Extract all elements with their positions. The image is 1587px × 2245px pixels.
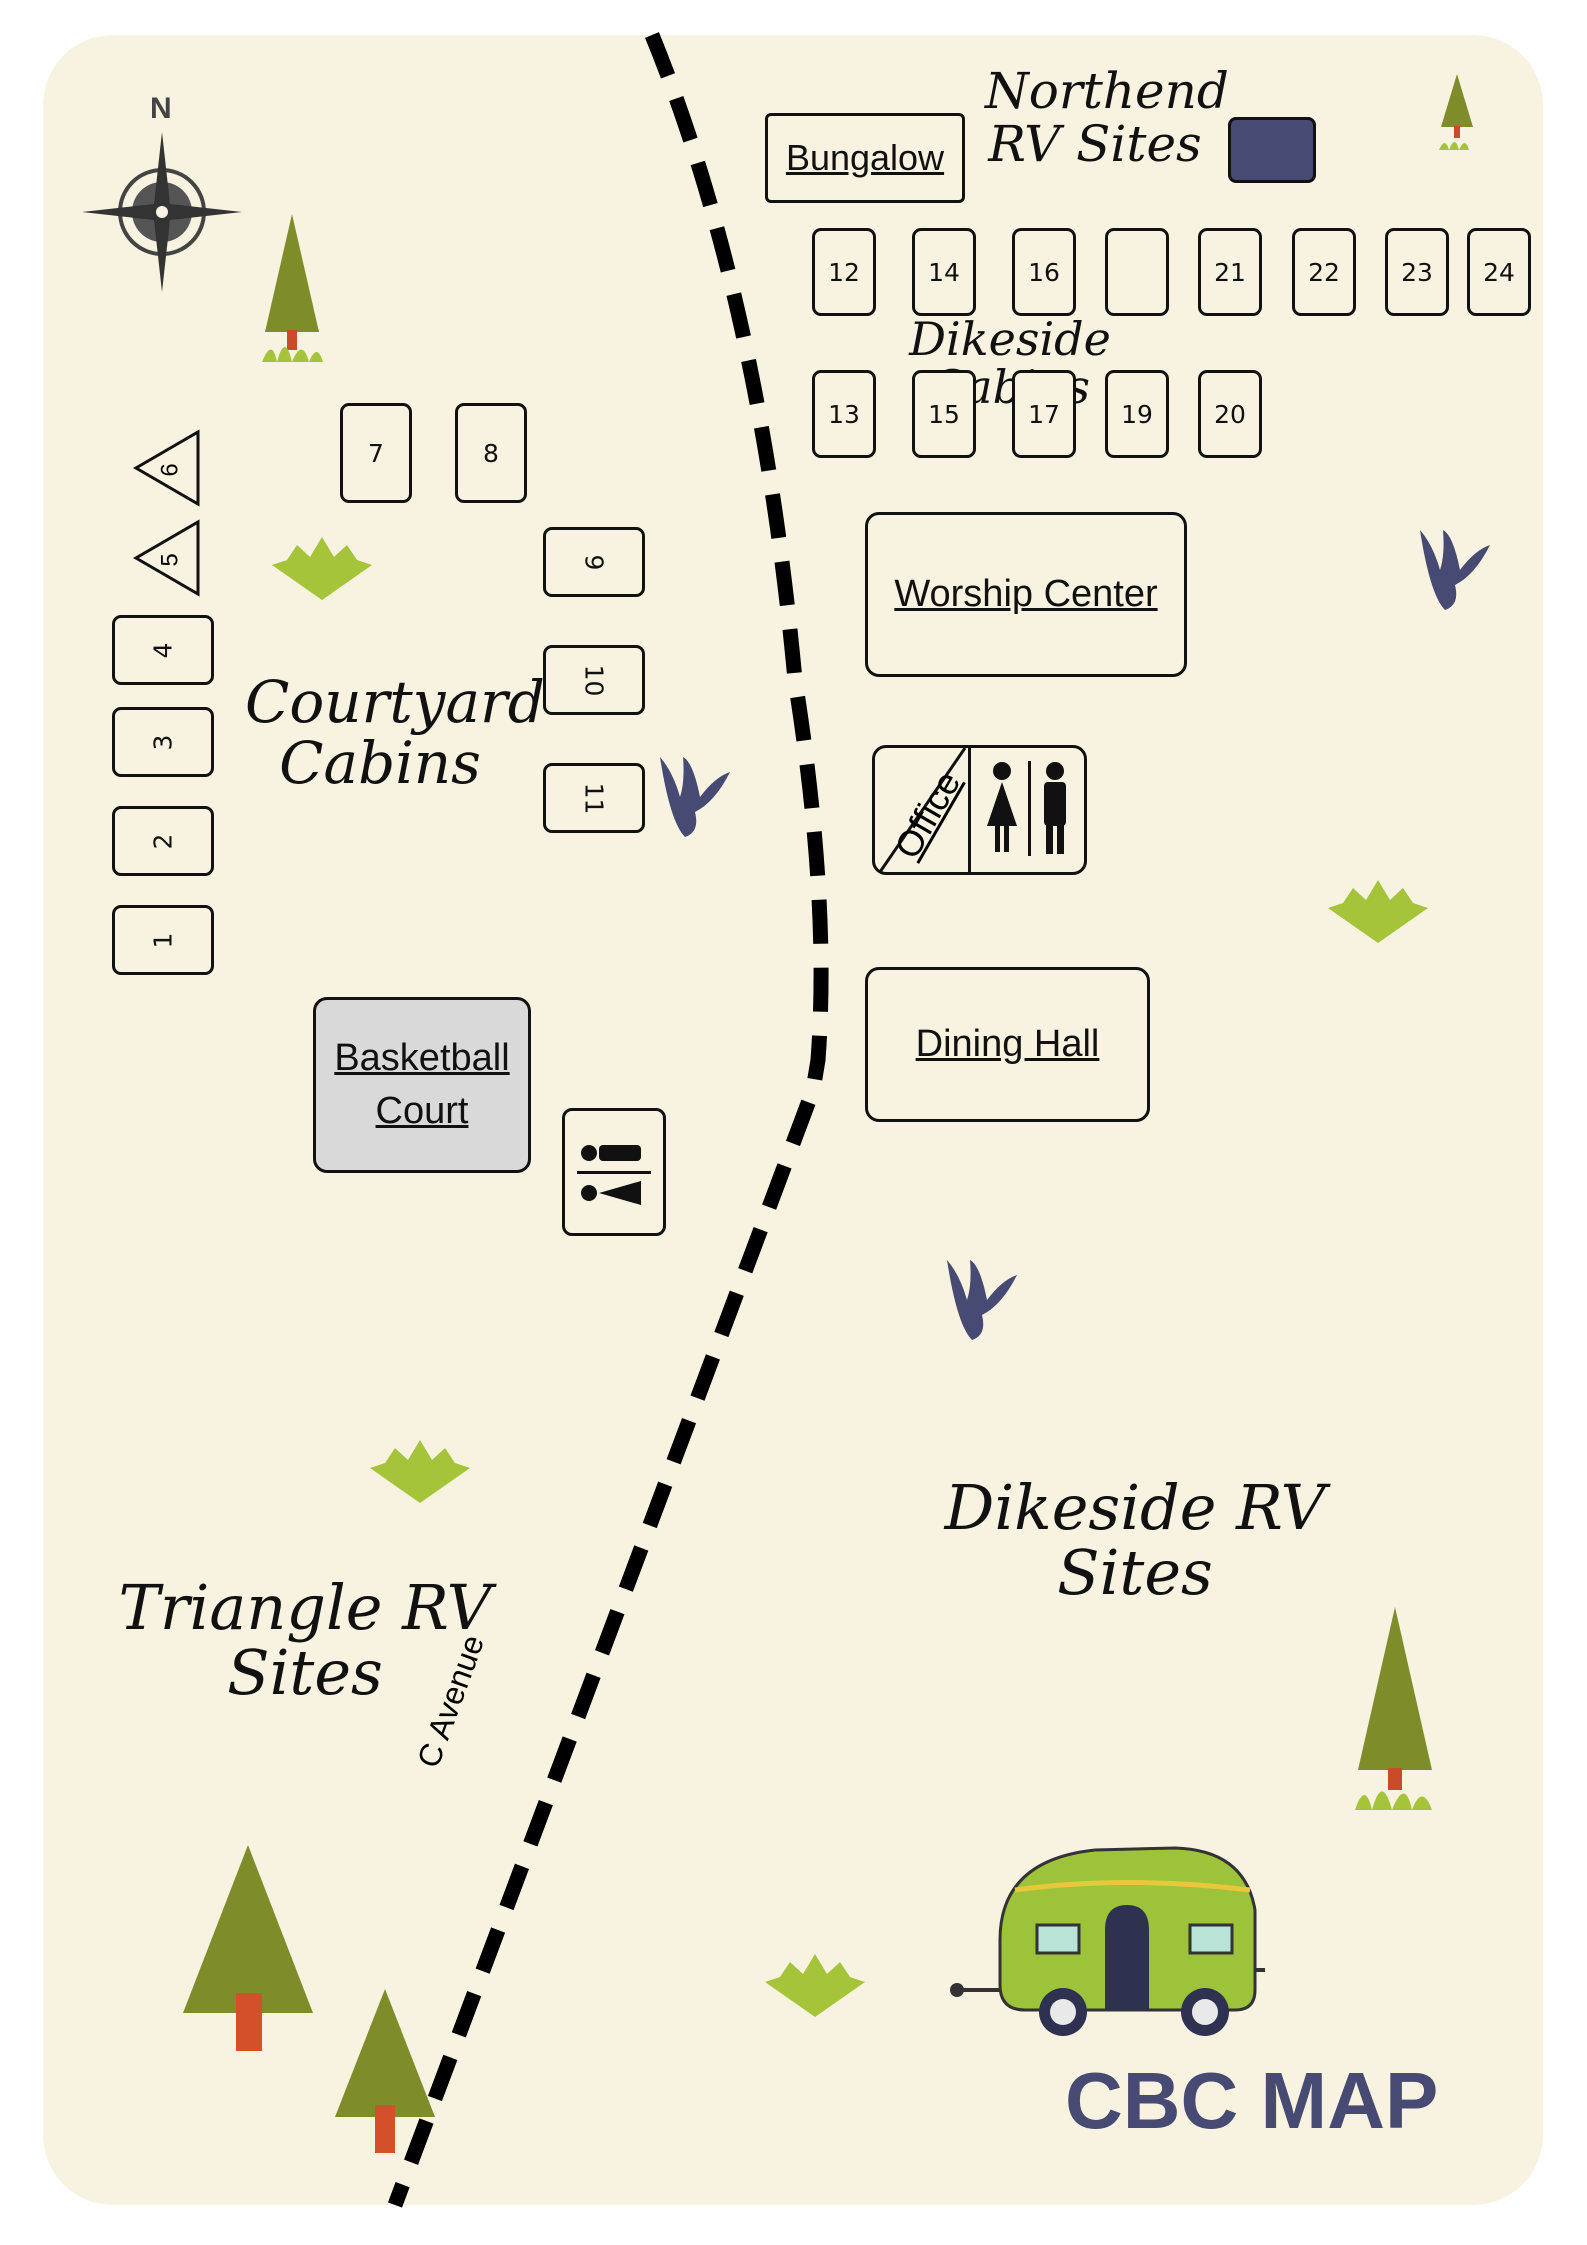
tent-site-5 <box>133 519 200 597</box>
triangle-rv-sites-label: Triangle RV Sites <box>118 1571 492 1710</box>
cabin-3: 3 <box>112 707 214 777</box>
office-restroom-building: Office <box>872 745 1087 875</box>
courtyard-cabins-label: Courtyard Cabins <box>245 668 545 797</box>
leaf-icon <box>1420 530 1490 610</box>
cabin-24: 24 <box>1467 228 1531 316</box>
cabin-9: 9 <box>543 527 645 597</box>
cabin-15: 15 <box>912 370 976 458</box>
restroom-building <box>562 1108 666 1236</box>
cabin-19: 19 <box>1105 370 1169 458</box>
cabin-2: 2 <box>112 806 214 876</box>
map-title: CBC MAP <box>1065 2056 1439 2145</box>
cabin-21: 21 <box>1198 228 1262 316</box>
cabin-20: 20 <box>1198 370 1262 458</box>
worship-center-building: Worship Center <box>865 512 1187 677</box>
tent-site-5-label: 5 <box>156 553 184 567</box>
cabin-16: 16 <box>1012 228 1076 316</box>
pine-tree-icon <box>335 1989 435 2153</box>
north-label: N <box>150 92 172 125</box>
compass-rose-icon <box>82 132 242 292</box>
bush-icon <box>370 1440 470 1503</box>
camper-trailer-icon <box>950 1846 1265 2036</box>
cabin-12: 12 <box>812 228 876 316</box>
northend-rv-label: Northend RV Sites <box>985 62 1229 173</box>
dining-hall-building: Dining Hall <box>865 967 1150 1122</box>
cabin-13: 13 <box>812 370 876 458</box>
bush-icon <box>272 537 372 600</box>
pine-tree-icon <box>183 1845 313 2051</box>
pine-tree-icon <box>1355 1607 1432 1810</box>
bush-icon <box>1328 880 1428 943</box>
basketball-court: Basketball Court <box>313 997 531 1173</box>
bungalow-building: Bungalow <box>765 113 965 203</box>
tent-site-6-label: 6 <box>156 463 184 477</box>
cabin-11: 11 <box>543 763 645 833</box>
cabin-1: 1 <box>112 905 214 975</box>
cabin-4: 4 <box>112 615 214 685</box>
dikeside-rv-sites-label: Dikeside RV Sites <box>944 1471 1326 1610</box>
restroom-icon <box>577 1145 651 1205</box>
cabin-14: 14 <box>912 228 976 316</box>
pine-tree-icon <box>262 214 323 362</box>
office-slash <box>878 748 967 872</box>
bush-icon <box>765 1954 865 2017</box>
cabin-8: 8 <box>455 403 527 503</box>
tent-site-6 <box>133 429 200 507</box>
cabin-23: 23 <box>1385 228 1449 316</box>
cabin-7: 7 <box>340 403 412 503</box>
leaf-icon <box>660 757 730 837</box>
restroom-icon <box>987 761 1066 856</box>
leaf-icon <box>947 1260 1017 1340</box>
office-divider <box>968 748 971 872</box>
pine-tree-icon <box>1439 74 1473 150</box>
northend-rv-marker <box>1228 117 1316 183</box>
cabin-10: 10 <box>543 645 645 715</box>
cabin-17: 17 <box>1012 370 1076 458</box>
cabin-unnumbered <box>1105 228 1169 316</box>
cabin-22: 22 <box>1292 228 1356 316</box>
